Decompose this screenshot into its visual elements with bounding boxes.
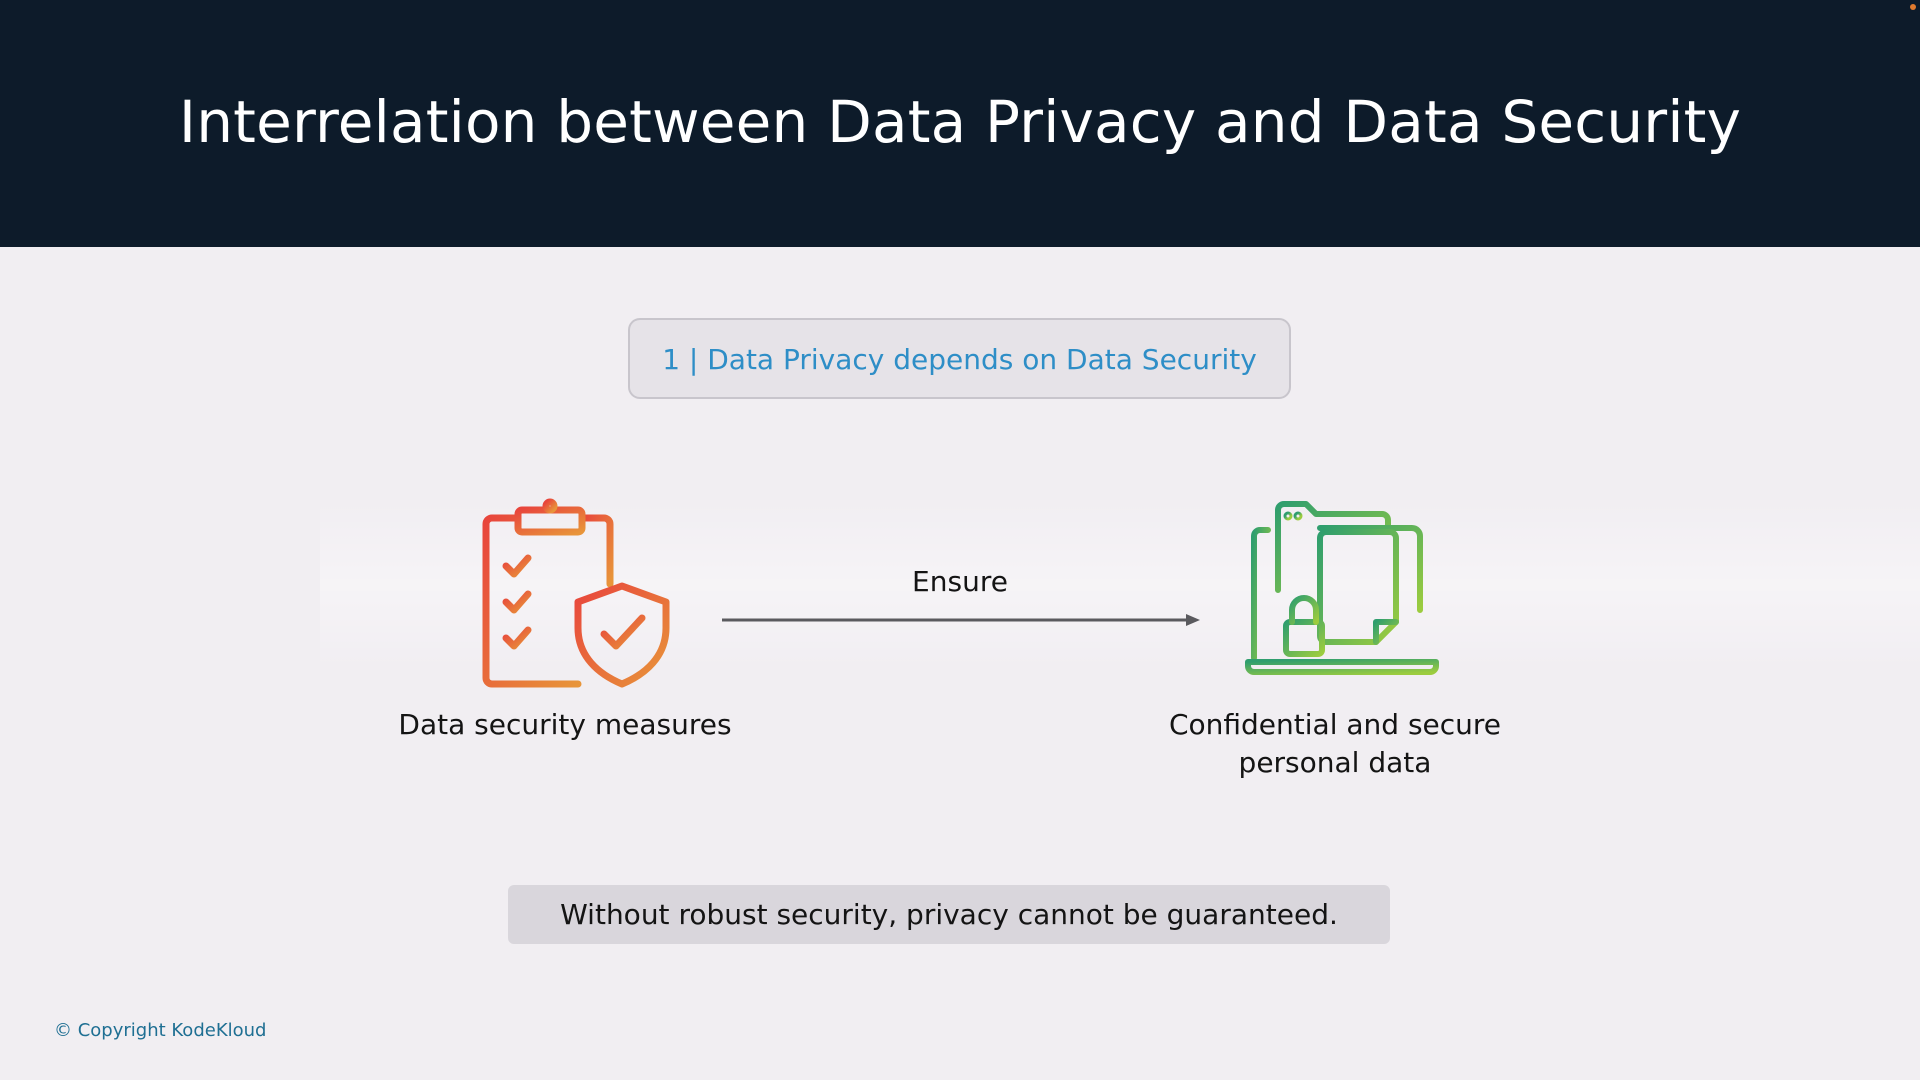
confidential-data-label-line1: Confidential and secure — [1168, 708, 1502, 741]
confidential-data-label: Confidential and secure personal data — [1150, 706, 1520, 782]
key-takeaway-text: Without robust security, privacy cannot … — [560, 898, 1338, 931]
indicator-dot — [1910, 4, 1916, 10]
laptop-locked-document-icon — [1245, 501, 1439, 675]
clipboard-shield-checklist-icon — [482, 498, 670, 688]
ensure-label: Ensure — [912, 565, 1008, 598]
background-glow — [320, 500, 1920, 670]
data-security-measures-label: Data security measures — [398, 708, 732, 741]
topic-text: 1 | Data Privacy depends on Data Securit… — [662, 343, 1257, 376]
copyright-text: © Copyright KodeKloud — [54, 1020, 267, 1041]
slide-header: Interrelation between Data Privacy and D… — [0, 0, 1920, 247]
arrow-right-icon — [722, 614, 1200, 626]
confidential-data-label-line2: personal data — [1238, 746, 1432, 779]
slide-title: Interrelation between Data Privacy and D… — [178, 88, 1742, 156]
key-takeaway-box: Without robust security, privacy cannot … — [508, 885, 1390, 944]
topic-box: 1 | Data Privacy depends on Data Securit… — [628, 318, 1291, 399]
